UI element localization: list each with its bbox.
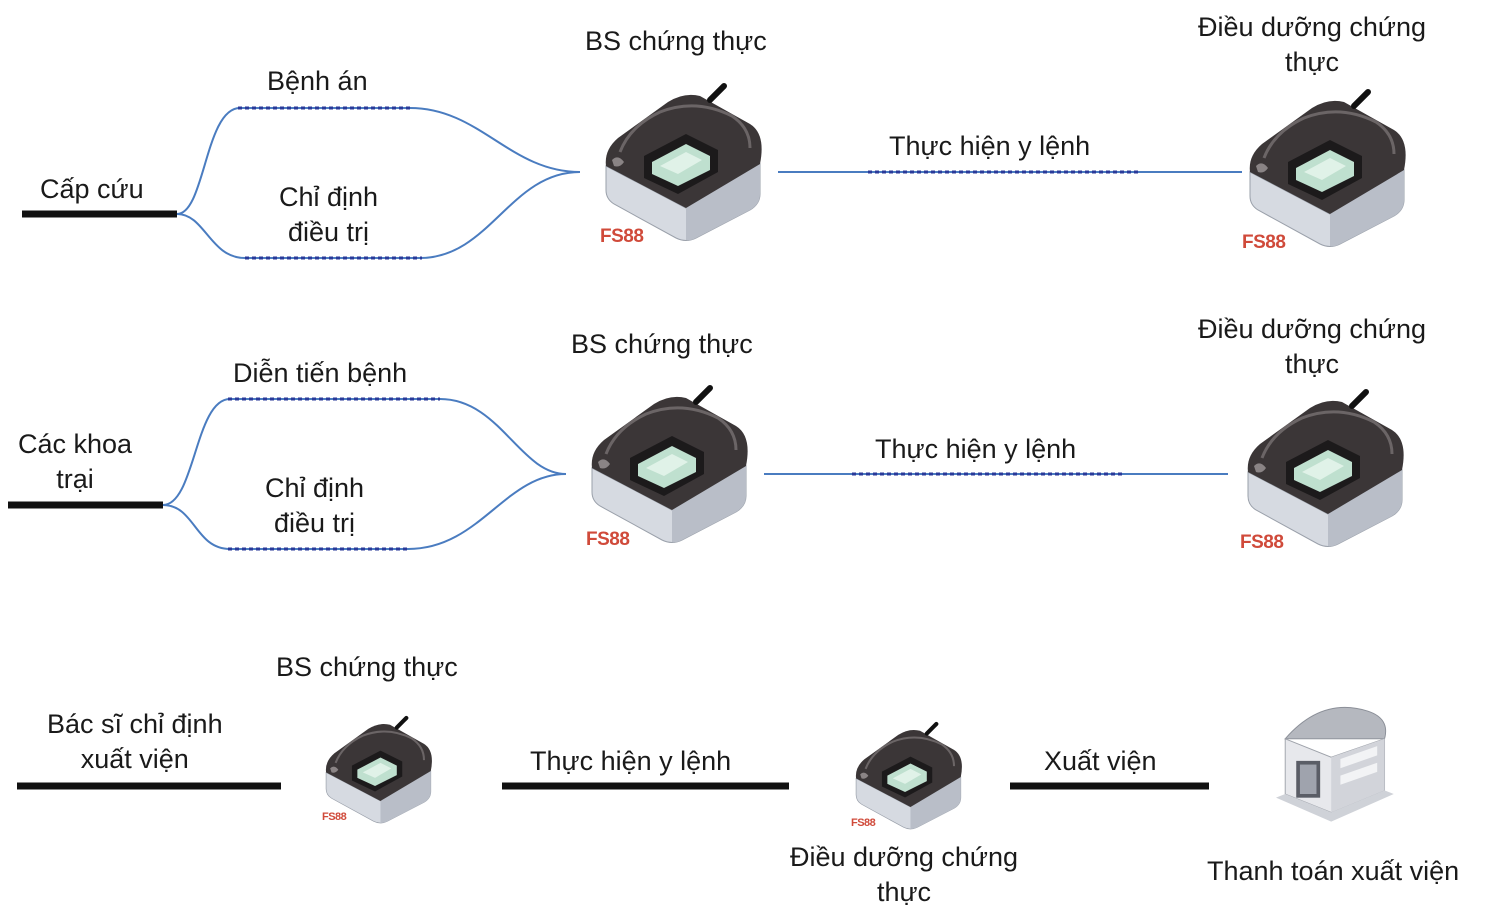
device-brand: FS88 (1242, 232, 1286, 253)
row-1 (22, 86, 1406, 260)
hospital-building-icon (1275, 706, 1395, 823)
row-3 (17, 706, 1395, 829)
fingerprint-scanner-icon (856, 724, 962, 829)
fingerprint-scanner-icon (1248, 392, 1404, 547)
exit-label: Xuất viện (1044, 746, 1157, 776)
doctor-label: BS chứng thực (276, 652, 458, 682)
link-label: Thực hiện y lệnh (889, 131, 1091, 161)
row-2 (8, 388, 1404, 551)
doctor-label: BS chứng thực (585, 26, 767, 56)
fingerprint-scanner-icon (592, 388, 748, 543)
device-brand: FS88 (322, 811, 347, 823)
branch-top-label: Diễn tiến bệnh (233, 358, 408, 388)
branch-bottom-curve (176, 171, 581, 259)
device-brand: FS88 (586, 529, 630, 550)
link-label: Thực hiện y lệnh (875, 434, 1077, 464)
fingerprint-scanner-icon (606, 86, 762, 241)
fingerprint-scanner-icon (326, 718, 432, 823)
device-brand: FS88 (600, 226, 644, 247)
branch-top-label: Bệnh án (267, 66, 368, 96)
device-brand: FS88 (1240, 532, 1284, 553)
branch-top-curve (162, 398, 567, 506)
branch-top-curve (176, 107, 581, 215)
payment-label: Thanh toán xuất viện (1207, 856, 1460, 886)
link-label: Thực hiện y lệnh (530, 746, 732, 776)
fingerprint-scanner-icon (1250, 92, 1406, 247)
device-brand: FS88 (851, 817, 876, 829)
doctor-label: BS chứng thực (571, 329, 753, 359)
branch-bottom-curve (162, 473, 567, 550)
start-label: Cấp cứu (40, 174, 144, 204)
